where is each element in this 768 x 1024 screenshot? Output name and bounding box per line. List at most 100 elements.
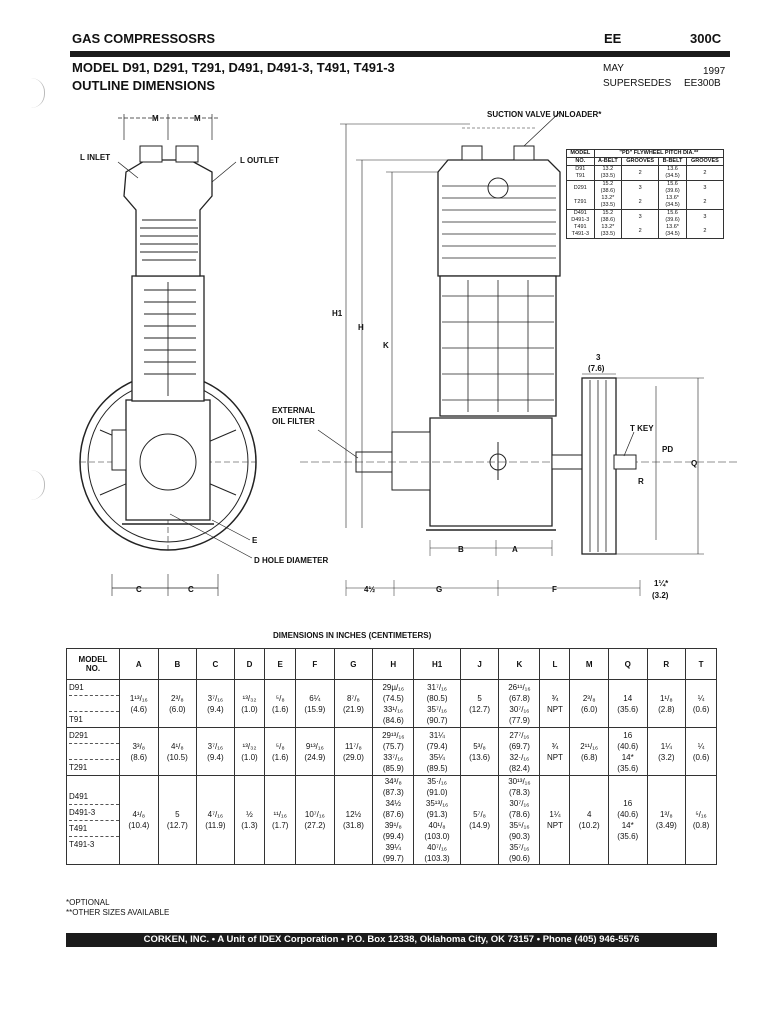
model-name	[69, 743, 119, 759]
flywheel-table: MODEL "PD" FLYWHEEL PITCH DIA.** NO. A-B…	[566, 149, 725, 239]
column-header-r: R	[646, 648, 687, 680]
label-e: E	[252, 536, 258, 545]
label-r: R	[638, 477, 644, 486]
column-header-h: H	[372, 648, 415, 680]
label-h: H	[358, 323, 364, 332]
cell-h: 34³/₈(87.3)34½(87.6)39¹/₈(99.4)39¼(99.7)	[372, 775, 415, 865]
cell-g: 11⁷/₈(29.0)	[333, 727, 374, 776]
column-header-f: F	[295, 648, 335, 680]
model-name: D491	[69, 791, 89, 801]
label-one-quarter: 1¼*	[654, 579, 669, 588]
fw-header-model: MODEL	[566, 149, 595, 158]
column-header-d: D	[233, 648, 266, 680]
cell-r: 1¼(3.2)	[646, 727, 687, 776]
note-other-sizes: **OTHER SIZES AVAILABLE	[66, 908, 170, 917]
model-name: D91	[69, 683, 84, 692]
document-title: GAS COMPRESSOSRS	[72, 31, 216, 46]
cell-k: 27⁷/₁₆(69.7)32·/₁₆(82.4)	[498, 727, 541, 776]
label-suction-valve: SUCTION VALVE UNLOADER*	[487, 110, 602, 119]
cell-a: 4¹/₈(10.4)	[119, 775, 159, 865]
label-m: M	[194, 114, 201, 123]
cell-q: 16(40.6)14*(35.6)	[607, 775, 648, 865]
model-name: D291	[69, 731, 89, 740]
cell-f: 9¹³/₁₆(24.9)	[295, 727, 335, 776]
column-header-q: Q	[607, 648, 648, 680]
footer-bar: CORKEN, INC. • A Unit of IDEX Corporatio…	[66, 933, 717, 947]
issue-month: MAY	[603, 63, 624, 74]
cell-e: ⁵/₈(1.6)	[264, 727, 297, 776]
cell-f: 6¼(15.9)	[295, 679, 335, 728]
model-line: MODEL D91, D291, T291, D491, D491-3, T49…	[72, 60, 395, 75]
cell-t: ¼(0.6)	[685, 727, 717, 776]
cell-b: 4¹/₈(10.5)	[157, 727, 198, 776]
cell-d: ½(1.3)	[233, 775, 266, 865]
cell-t: ¼(0.6)	[685, 679, 717, 728]
label-b: B	[458, 545, 464, 554]
cell-r: 1¹/₈(2.8)	[646, 679, 687, 728]
cell-h: 29¹³/₁₆(75.7)33⁷/₁₆(85.9)	[372, 727, 415, 776]
note-optional: *OPTIONAL	[66, 898, 110, 907]
label-three-cm: (7.6)	[588, 364, 605, 373]
model-cell: D91 T91	[66, 679, 120, 728]
cell-h1: 35·/₁₆(91.0)35¹³/₁₆(91.3)40¹/₈(103.0)40⁷…	[413, 775, 461, 865]
cell-c: 3⁷/₁₆(9.4)	[196, 727, 235, 776]
cell-g: 12½(31.8)	[333, 775, 374, 865]
cell-c: 4⁷/₁₆(11.9)	[196, 775, 235, 865]
cell-r: 1³/₈(3.49)	[646, 775, 687, 865]
model-name	[69, 695, 119, 711]
cell-f: 10⁷/₁₆(27.2)	[295, 775, 335, 865]
cell-m: 2³/₈(6.0)	[569, 679, 609, 728]
column-header-b: B	[157, 648, 198, 680]
section-code: EE	[604, 31, 622, 46]
punch-hole-mark	[30, 470, 45, 500]
fw-header-bbelt: B-BELT	[658, 157, 687, 166]
column-header-l: L	[539, 648, 571, 680]
cell-d: ¹³/₃₂(1.0)	[233, 727, 266, 776]
label-c: C	[136, 585, 142, 594]
column-header-t: T	[685, 648, 717, 680]
cell-q: 16(40.6)14*(35.6)	[607, 727, 648, 776]
punch-hole-mark	[30, 78, 45, 108]
cell-e: ¹¹/₁₆(1.7)	[264, 775, 297, 865]
document-number: 300C	[690, 31, 722, 46]
label-one-quarter-cm: (3.2)	[652, 591, 669, 600]
cell-b: 2³/₈(6.0)	[157, 679, 198, 728]
label-q: Q	[691, 459, 697, 468]
label-t-key: T KEY	[630, 424, 654, 433]
cell-h1: 31⁷/₁₆(80.5)35⁷/₁₆(90.7)	[413, 679, 461, 728]
model-name: T91	[69, 711, 119, 727]
fw-header-grooves: GROOVES	[621, 157, 660, 166]
cell-k: 26¹¹/₁₆(67.8)30⁷/₁₆(77.9)	[498, 679, 541, 728]
cell-j: 5⁷/₈(14.9)	[459, 775, 500, 865]
fw-cell-a: 15.2(38.6)13.2*(33.5)	[593, 180, 623, 210]
cell-a: 1¹³/₁₆(4.6)	[119, 679, 159, 728]
model-name: T491	[69, 819, 119, 836]
cell-j: 5(12.7)	[459, 679, 500, 728]
fw-header-abelt: A-BELT	[593, 157, 623, 166]
fw-cell-b: 15.6(39.6)13.6*(34.5)	[658, 180, 687, 210]
cell-g: 8⁷/₈(21.9)	[333, 679, 374, 728]
model-name: T291	[69, 759, 119, 775]
column-header-a: A	[119, 648, 159, 680]
issue-year: 1997	[703, 66, 726, 77]
cell-h: 29µ/₁₆(74.5)33¹/₁₆(84.6)	[372, 679, 415, 728]
cell-q: 14(35.6)	[607, 679, 648, 728]
label-h1: H1	[332, 309, 343, 318]
label-l-outlet: L OUTLET	[240, 156, 279, 165]
cell-d: ¹³/₃₂(1.0)	[233, 679, 266, 728]
cell-m: 2¹¹/₁₆(6.8)	[569, 727, 609, 776]
label-f: F	[552, 585, 557, 594]
label-external: EXTERNAL	[272, 406, 315, 415]
cell-t: ⁵/₁₆(0.8)	[685, 775, 717, 865]
